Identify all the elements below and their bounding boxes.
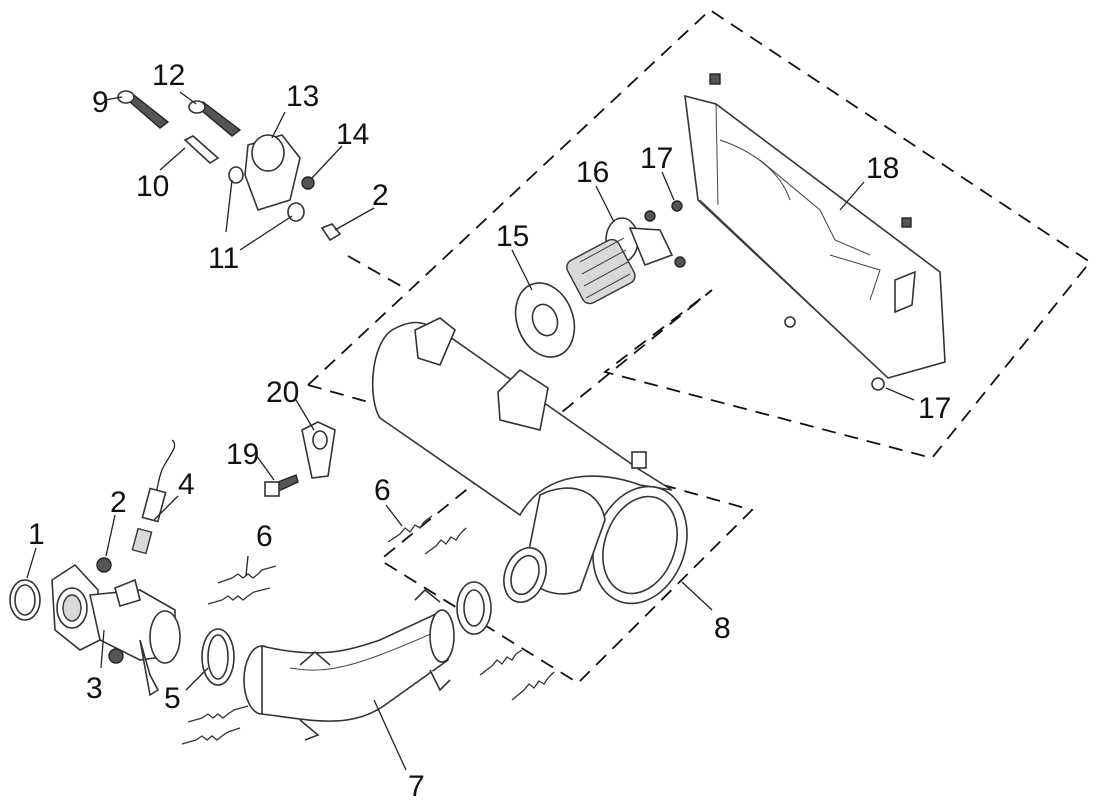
callout-13: 13 [286, 80, 319, 113]
bracket-20 [264, 421, 336, 497]
callout-10: 10 [136, 170, 169, 203]
callout-5: 5 [164, 682, 181, 715]
callout-14: 14 [336, 118, 369, 151]
callout-2-left: 2 [110, 486, 127, 519]
callout-8: 8 [714, 612, 731, 645]
callout-19: 19 [226, 438, 259, 471]
callout-9: 9 [92, 86, 109, 119]
leader-lines [26, 91, 915, 771]
callout-17-top: 17 [640, 142, 673, 175]
callout-4: 4 [178, 468, 195, 501]
oxygen-sensor [131, 439, 176, 555]
callout-6-top: 6 [374, 474, 391, 507]
heat-shield [684, 73, 946, 391]
silencer-tip [566, 200, 686, 305]
muffler [371, 317, 688, 605]
callout-6-left: 6 [256, 520, 273, 553]
header-pipe [243, 588, 455, 741]
callout-20: 20 [266, 376, 299, 409]
callout-1: 1 [28, 518, 45, 551]
gasket [514, 282, 576, 358]
gasket-ring [456, 581, 492, 635]
exhaust-manifold [9, 557, 181, 697]
callout-12: 12 [152, 59, 185, 92]
callout-2-top: 2 [372, 179, 389, 212]
gasket-5 [201, 628, 235, 686]
bracket-hardware [117, 90, 342, 242]
callout-3: 3 [86, 672, 103, 705]
callout-18: 18 [866, 152, 899, 185]
springs [181, 515, 555, 745]
callout-16: 16 [576, 156, 609, 189]
callout-11: 11 [208, 242, 239, 275]
callout-7: 7 [408, 770, 425, 800]
callout-15: 15 [496, 220, 529, 253]
callout-17-bottom: 17 [918, 392, 951, 425]
callout-labels: 9 12 13 14 10 2 11 16 17 18 15 17 20 19 … [28, 59, 951, 800]
